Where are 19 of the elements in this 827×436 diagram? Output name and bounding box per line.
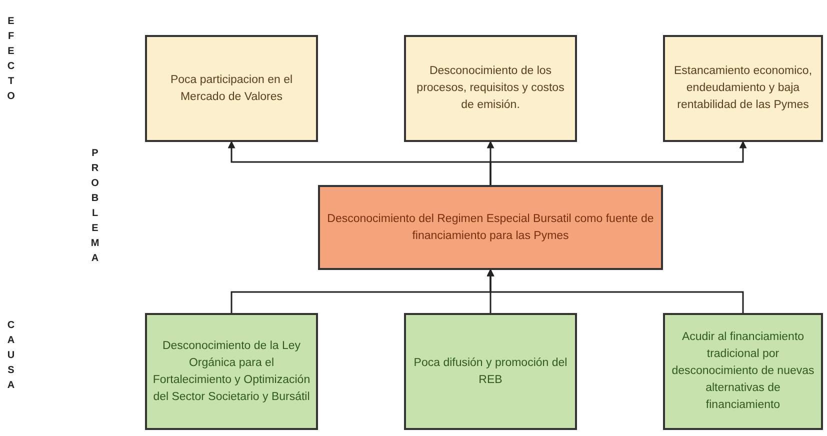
connector-arrow xyxy=(490,140,747,185)
cause-effect-box xyxy=(404,313,577,430)
vertical-section-label: PROBLEMA xyxy=(90,147,100,266)
cause-effect-box xyxy=(145,313,318,430)
box-text: Poca participacion en el Mercado de Valores xyxy=(169,72,294,104)
vertical-section-label: EFECTO xyxy=(6,15,16,104)
connector-arrow xyxy=(486,268,744,313)
cause-effect-box xyxy=(145,35,318,142)
box-text: Desconocimiento de los procesos, requisitos y costos de emisión. xyxy=(416,64,566,113)
cause-effect-box xyxy=(663,35,823,142)
box-text: Estancamiento economico, endeudamiento y baja rentabilidad de las Pymes xyxy=(672,64,814,113)
box-text: Desconocimiento del Regimen Especial Bursatil como fuente de financiamiento para las Pymes xyxy=(326,212,655,244)
box-text: Acudir al financiamiento tradicional por desconocimiento de nuevas alternativas de financiamiento xyxy=(670,330,816,413)
cause-effect-box xyxy=(404,35,577,142)
cause-effect-box xyxy=(318,185,663,270)
box-text: Desconocimiento de la Ley Orgánica para el Fortalecimiento y Optimización del Sector Societario y Bursátil xyxy=(152,338,312,404)
vertical-section-label: CAUSA xyxy=(6,319,16,393)
cause-effect-box xyxy=(663,313,823,430)
box-text: Poca difusión y promoción del REB xyxy=(412,356,568,388)
